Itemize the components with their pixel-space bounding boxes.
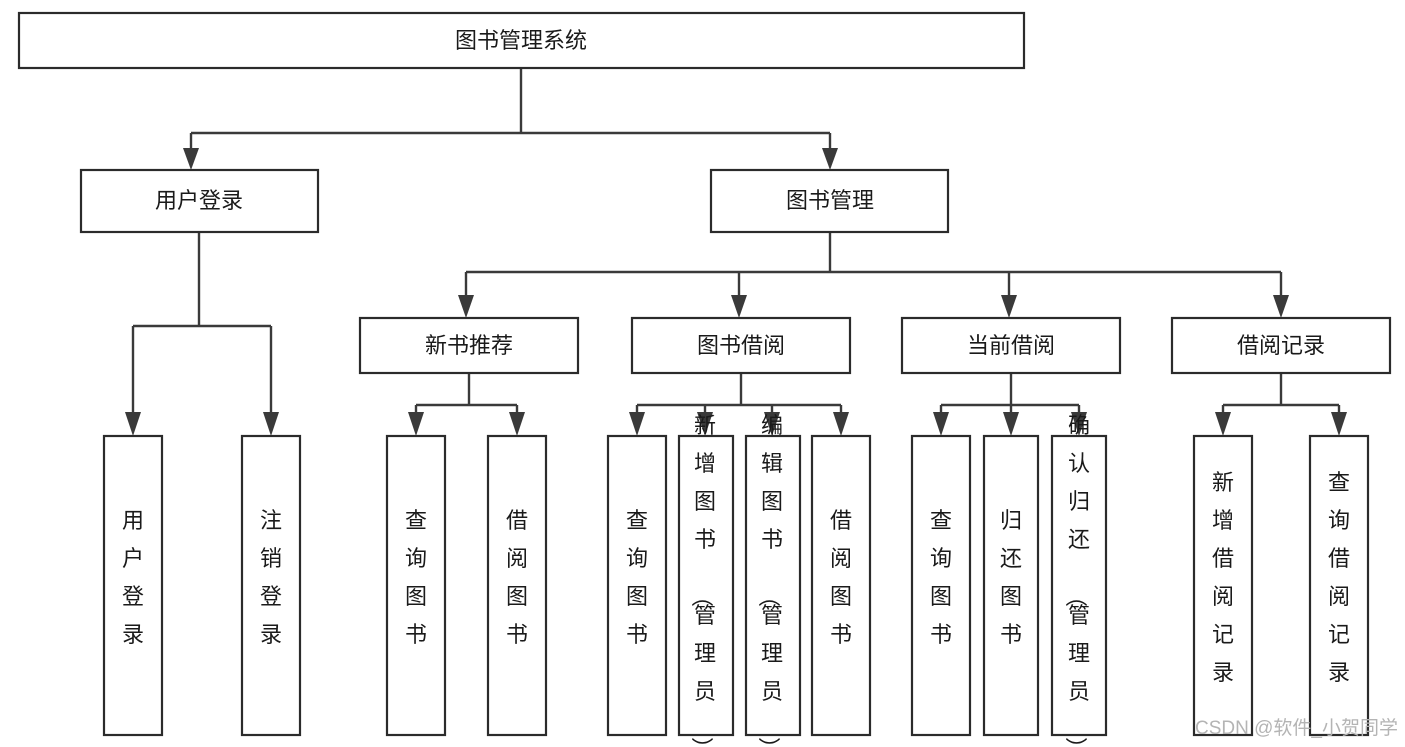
leaf-logout[interactable]: 注销登录 [240,434,302,737]
leaf-br-add-record-box[interactable] [1192,434,1254,737]
leaf-bb-borrow-book[interactable]: 借阅图书 [810,434,872,737]
node-book-manage-box[interactable] [709,168,950,234]
arrowhead-leaf-logout [263,412,279,436]
leaf-nb-query-book-label: 查询图书 [405,508,427,647]
node-root-box[interactable] [17,11,1026,70]
leaf-user-login[interactable]: 用户登录 [102,434,164,737]
node-root-label: 图书管理系统 [455,28,587,53]
leaf-nb-borrow-book-label: 借阅图书 [506,508,528,647]
node-new-book-recommend-box[interactable] [358,316,580,375]
arrowhead-bb-leaf3 [764,412,780,436]
node-current-borrow-label: 当前借阅 [967,333,1055,358]
leaf-br-query-record[interactable]: 查询借阅记录 [1308,434,1370,737]
leaf-br-add-record[interactable]: 新增借阅记录 [1192,434,1254,737]
arrowhead-nb-leaf1 [408,412,424,436]
node-user-login[interactable]: 用户登录 [79,168,320,234]
node-user-login-label: 用户登录 [155,188,243,213]
node-book-borrow-label: 图书借阅 [697,333,785,358]
arrowhead-br-leaf1 [1215,412,1231,436]
leaf-bb-query-book-label: 查询图书 [626,508,648,647]
leaf-br-query-record-box[interactable] [1308,434,1370,737]
leaf-cb-return-book-box[interactable] [982,434,1040,737]
arrowhead-current [1001,295,1017,318]
watermark: CSDN @软件_小贺同学 [1195,717,1398,739]
arrowhead-nb-leaf2 [509,412,525,436]
leaf-nb-query-book-box[interactable] [385,434,447,737]
leaf-cb-query-book[interactable]: 查询图书 [910,434,972,737]
node-current-borrow-box[interactable] [900,316,1122,375]
leaf-bb-borrow-book-label: 借阅图书 [830,508,852,647]
leaf-user-login-box[interactable] [102,434,164,737]
leaf-bb-borrow-book-box[interactable] [810,434,872,737]
arrowhead-book-manage [822,148,838,170]
arrowhead-cb-leaf2 [1003,412,1019,436]
arrowhead-cb-leaf1 [933,412,949,436]
arrowhead-bb-leaf2 [697,412,713,436]
arrowhead-bb-leaf1 [629,412,645,436]
leaf-bb-add-book-label: 新增图书（管理员） [689,413,716,747]
arrowhead-cb-leaf3 [1071,412,1087,436]
node-book-manage[interactable]: 图书管理 [709,168,950,234]
node-new-book-recommend[interactable]: 新书推荐 [358,316,580,375]
arrowhead-borrow [731,295,747,318]
connector-layer [125,68,1347,436]
node-new-book-recommend-label: 新书推荐 [425,333,513,358]
node-root[interactable]: 图书管理系统 [17,11,1026,70]
leaf-bb-query-book-box[interactable] [606,434,668,737]
leaf-cb-confirm-return-label: 确认归还（管理员） [1063,413,1090,747]
leaf-cb-confirm-return[interactable]: 确认归还（管理员） [1050,413,1108,747]
arrowhead-record [1273,295,1289,318]
node-borrow-record[interactable]: 借阅记录 [1170,316,1392,375]
leaf-cb-confirm-return-box[interactable] [1050,434,1108,737]
leaf-nb-borrow-book[interactable]: 借阅图书 [486,434,548,737]
leaf-cb-query-book-box[interactable] [910,434,972,737]
node-book-borrow[interactable]: 图书借阅 [630,316,852,375]
leaf-user-login-label: 用户登录 [122,508,144,647]
leaf-bb-edit-book-label: 编辑图书（管理员） [756,413,783,747]
leaf-cb-return-book-label: 归还图书 [1000,508,1022,647]
leaf-nb-query-book[interactable]: 查询图书 [385,434,447,737]
leaf-bb-edit-book[interactable]: 编辑图书（管理员） [744,413,802,747]
arrowhead-br-leaf2 [1331,412,1347,436]
leaf-bb-edit-book-box[interactable] [744,434,802,737]
arrowhead-bb-leaf4 [833,412,849,436]
leaf-nb-borrow-book-box[interactable] [486,434,548,737]
node-book-manage-label: 图书管理 [786,188,874,213]
leaf-logout-label: 注销登录 [260,508,282,647]
leaf-br-query-record-label: 查询借阅记录 [1328,470,1350,685]
arrowhead-user-login [183,148,199,170]
node-borrow-record-label: 借阅记录 [1237,333,1325,358]
arrowhead-newbook [458,295,474,318]
leaf-bb-query-book[interactable]: 查询图书 [606,434,668,737]
leaf-bb-add-book[interactable]: 新增图书（管理员） [677,413,735,747]
node-current-borrow[interactable]: 当前借阅 [900,316,1122,375]
leaf-cb-return-book[interactable]: 归还图书 [982,434,1040,737]
leaf-br-add-record-label: 新增借阅记录 [1212,470,1234,685]
node-user-login-box[interactable] [79,168,320,234]
node-borrow-record-box[interactable] [1170,316,1392,375]
leaf-logout-box[interactable] [240,434,302,737]
leaf-bb-add-book-box[interactable] [677,434,735,737]
arrowhead-leaf-user-login [125,412,141,436]
leaf-cb-query-book-label: 查询图书 [930,508,952,647]
node-book-borrow-box[interactable] [630,316,852,375]
